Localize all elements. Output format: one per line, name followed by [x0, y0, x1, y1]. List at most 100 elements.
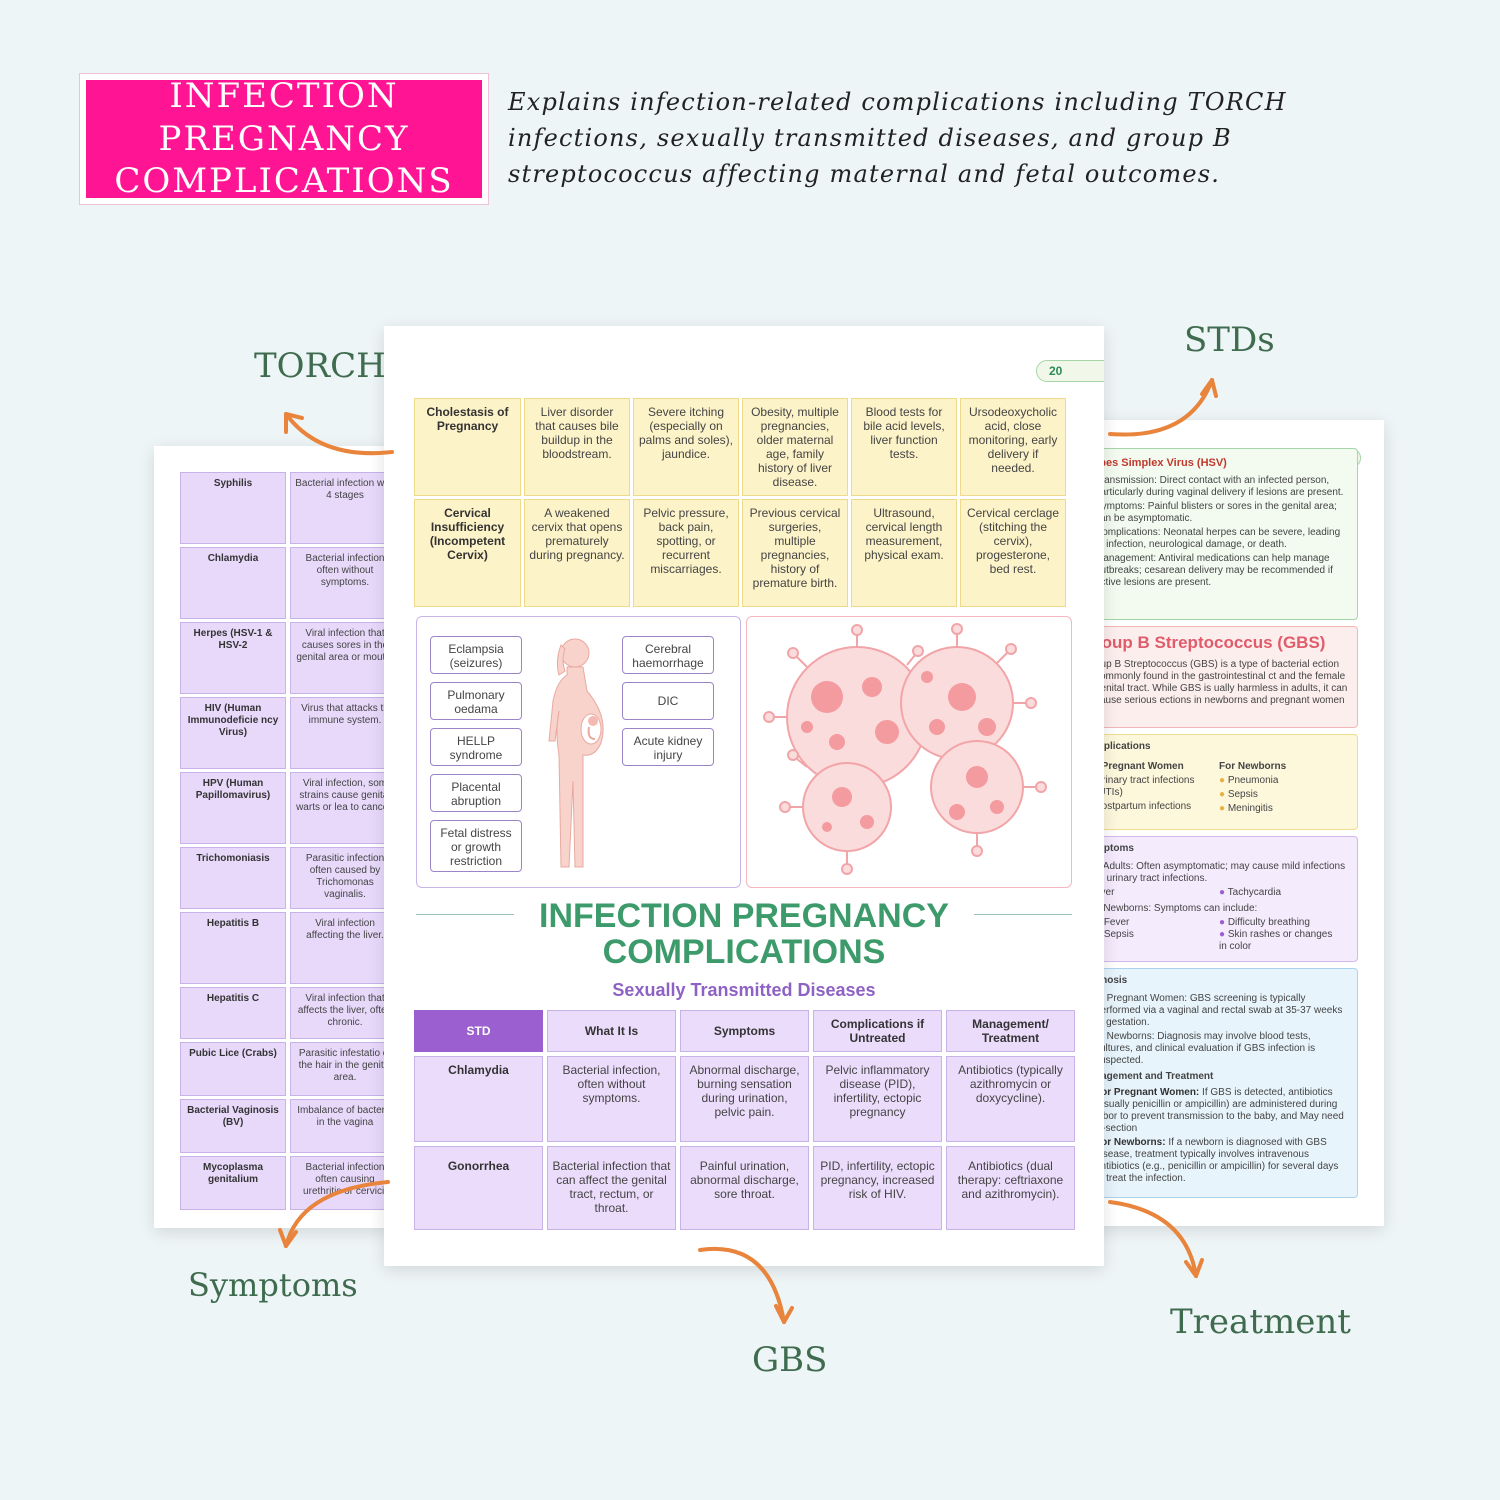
hsv-line: Symptoms: Painful blisters or sores in t…	[1095, 501, 1337, 524]
mgmt-newborn-label: For Newborns:	[1095, 1137, 1166, 1148]
callout-gbs: GBS	[752, 1340, 828, 1380]
complication-label: DIC	[622, 682, 714, 720]
callout-treatment: Treatment	[1170, 1302, 1351, 1342]
gbs-text: oup B Streptococcus (GBS) is a type of b…	[1095, 659, 1348, 706]
newborn-title: For Newborns	[1219, 761, 1287, 772]
complication-label: HELLP syndrome	[430, 728, 522, 766]
gbs-title: roup B Streptococcus (GBS)	[1095, 633, 1326, 652]
symptom-item: Fever	[1103, 917, 1130, 928]
newborn-item: Pneumonia	[1227, 775, 1279, 786]
symptom-item: ever	[1095, 887, 1115, 898]
table-row: HIV (Human Immunodeficie ncy Virus)Virus…	[180, 697, 394, 769]
hsv-line: Transmission: Direct contact with an inf…	[1095, 475, 1344, 498]
hsv-title: rpes Simplex Virus (HSV)	[1095, 457, 1227, 469]
table-row: Pubic Lice (Crabs)Parasitic infestatio o…	[180, 1042, 394, 1096]
main-title-text: INFECTION PREGNANCY COMPLICATIONS	[539, 897, 949, 971]
hsv-line: Management: Antiviral medications can he…	[1095, 553, 1333, 588]
mgmt-women: If GBS is detected, antibiotics (usually…	[1095, 1087, 1344, 1134]
table-cell: PID, infertility, ectopic pregnancy, inc…	[813, 1146, 942, 1230]
table-cell: Pelvic inflammatory disease (PID), infer…	[813, 1056, 942, 1142]
complication-label: Cerebral haemorrhage	[622, 636, 714, 674]
symptom-item: Skin rashes or changes in color	[1219, 929, 1333, 952]
newborn-item: Sepsis	[1227, 789, 1258, 800]
table-cell: Antibiotics (typically azithromycin or d…	[946, 1056, 1075, 1142]
std-name-cell: Bacterial Vaginosis (BV)	[180, 1099, 286, 1153]
arrow-head	[1200, 378, 1218, 398]
std-desc-cell: Parasitic infection often caused by Tric…	[290, 847, 394, 909]
std-name-cell: Pubic Lice (Crabs)	[180, 1042, 286, 1096]
page-number: 20	[1036, 360, 1104, 382]
arrow-head	[1184, 1258, 1204, 1278]
std-desc-cell: Viral infection that affects the liver, …	[290, 987, 394, 1039]
diagnosis-box: gnosis or Pregnant Women: GBS screening …	[1090, 968, 1358, 1198]
title-badge: INFECTION PREGNANCY COMPLICATIONS	[80, 74, 488, 204]
arrow-head	[284, 412, 304, 434]
table-cell: Painful urination, abnormal discharge, s…	[680, 1146, 809, 1230]
std-name-cell: Chlamydia	[180, 547, 286, 619]
table-cell: A weakened cervix that opens prematurely…	[524, 499, 630, 607]
column-header: STD	[414, 1010, 543, 1052]
arrow-head	[278, 1228, 298, 1248]
std-name-cell: Herpes (HSV-1 & HSV-2	[180, 622, 286, 694]
table-row: Bacterial Vaginosis (BV)Imbalance of bac…	[180, 1099, 394, 1153]
column-header: Management/ Treatment	[946, 1010, 1075, 1052]
std-desc-cell: Viral infection affecting the liver.	[290, 912, 394, 984]
table-cell: Abnormal discharge, burning sensation du…	[680, 1056, 809, 1142]
std-desc-cell: Parasitic infestatio of the hair in the …	[290, 1042, 394, 1096]
table-cell: Antibiotics (dual therapy: ceftriaxone a…	[946, 1146, 1075, 1230]
std-name-cell: Chlamydia	[414, 1056, 543, 1142]
diagnosis-line: or Newborns: Diagnosis may involve blood…	[1095, 1031, 1316, 1066]
std-desc-cell: Bacterial infection often causing urethr…	[290, 1156, 394, 1210]
table-cell: Bacterial infection, often without sympt…	[547, 1056, 676, 1142]
virus-icon	[763, 623, 1047, 875]
std-name-cell: Trichomoniasis	[180, 847, 286, 909]
table-cell: Ultrasound, cervical length measurement,…	[851, 499, 957, 607]
std-name-cell: HPV (Human Papillomavirus)	[180, 772, 286, 844]
std-name-cell: Hepatitis B	[180, 912, 286, 984]
diagnosis-line: or Pregnant Women: GBS screening is typi…	[1095, 993, 1343, 1028]
complications-box: mplications r Pregnant Women Urinary tra…	[1090, 734, 1358, 830]
table-cell: Liver disorder that causes bile buildup …	[524, 398, 630, 496]
std-desc-cell: Virus that attacks th immune system.	[290, 697, 394, 769]
std-desc-cell: Bacterial infection with 4 stages	[290, 472, 394, 544]
symptoms-box: mptoms n Adults: Often asymptomatic; may…	[1090, 836, 1358, 962]
virus-panel	[746, 616, 1072, 888]
table-row: HPV (Human Papillomavirus)Viral infectio…	[180, 772, 394, 844]
title-divider	[974, 914, 1072, 915]
title-badge-text: INFECTION PREGNANCY COMPLICATIONS	[114, 76, 454, 202]
std-name-cell: Hepatitis C	[180, 987, 286, 1039]
symptom-item: Sepsis	[1103, 929, 1134, 940]
column-header: What It Is	[547, 1010, 676, 1052]
std-desc-cell: Viral infection that causes sores in the…	[290, 622, 394, 694]
complication-label: Acute kidney injury	[622, 728, 714, 766]
mgmt-women-label: For Pregnant Women:	[1095, 1087, 1200, 1098]
table-cell: Cervical cerclage (stitching the cervix)…	[960, 499, 1066, 607]
header-description: Explains infection-related complications…	[508, 88, 1287, 188]
callout-torch: TORCH	[254, 346, 386, 386]
table-cell: Pelvic pressure, back pain, spotting, or…	[633, 499, 739, 607]
complication-label: Fetal distress or growth restriction	[430, 820, 522, 872]
hsv-box: rpes Simplex Virus (HSV) Transmission: D…	[1090, 448, 1358, 620]
table-cell: Ursodeoxycholic acid, close monitoring, …	[960, 398, 1066, 496]
table-cell: Obesity, multiple pregnancies, older mat…	[742, 398, 848, 496]
arrow-head	[774, 1304, 794, 1324]
complication-label: Placental abruption	[430, 774, 522, 812]
table-cell: Previous cervical surgeries, multiple pr…	[742, 499, 848, 607]
column-header: Complications if Untreated	[813, 1010, 942, 1052]
callout-symptoms: Symptoms	[188, 1266, 358, 1304]
callout-stds: STDs	[1184, 320, 1275, 360]
std-name-cell: Syphilis	[180, 472, 286, 544]
newborn-item: Meningitis	[1227, 803, 1273, 814]
symptom-item: Difficulty breathing	[1227, 917, 1310, 928]
mgmt-newborn: If a newborn is diagnosed with GBS disea…	[1095, 1137, 1339, 1184]
symptoms-title: mptoms	[1095, 843, 1134, 854]
women-item: Urinary tract infections (UTIs)	[1095, 775, 1195, 798]
